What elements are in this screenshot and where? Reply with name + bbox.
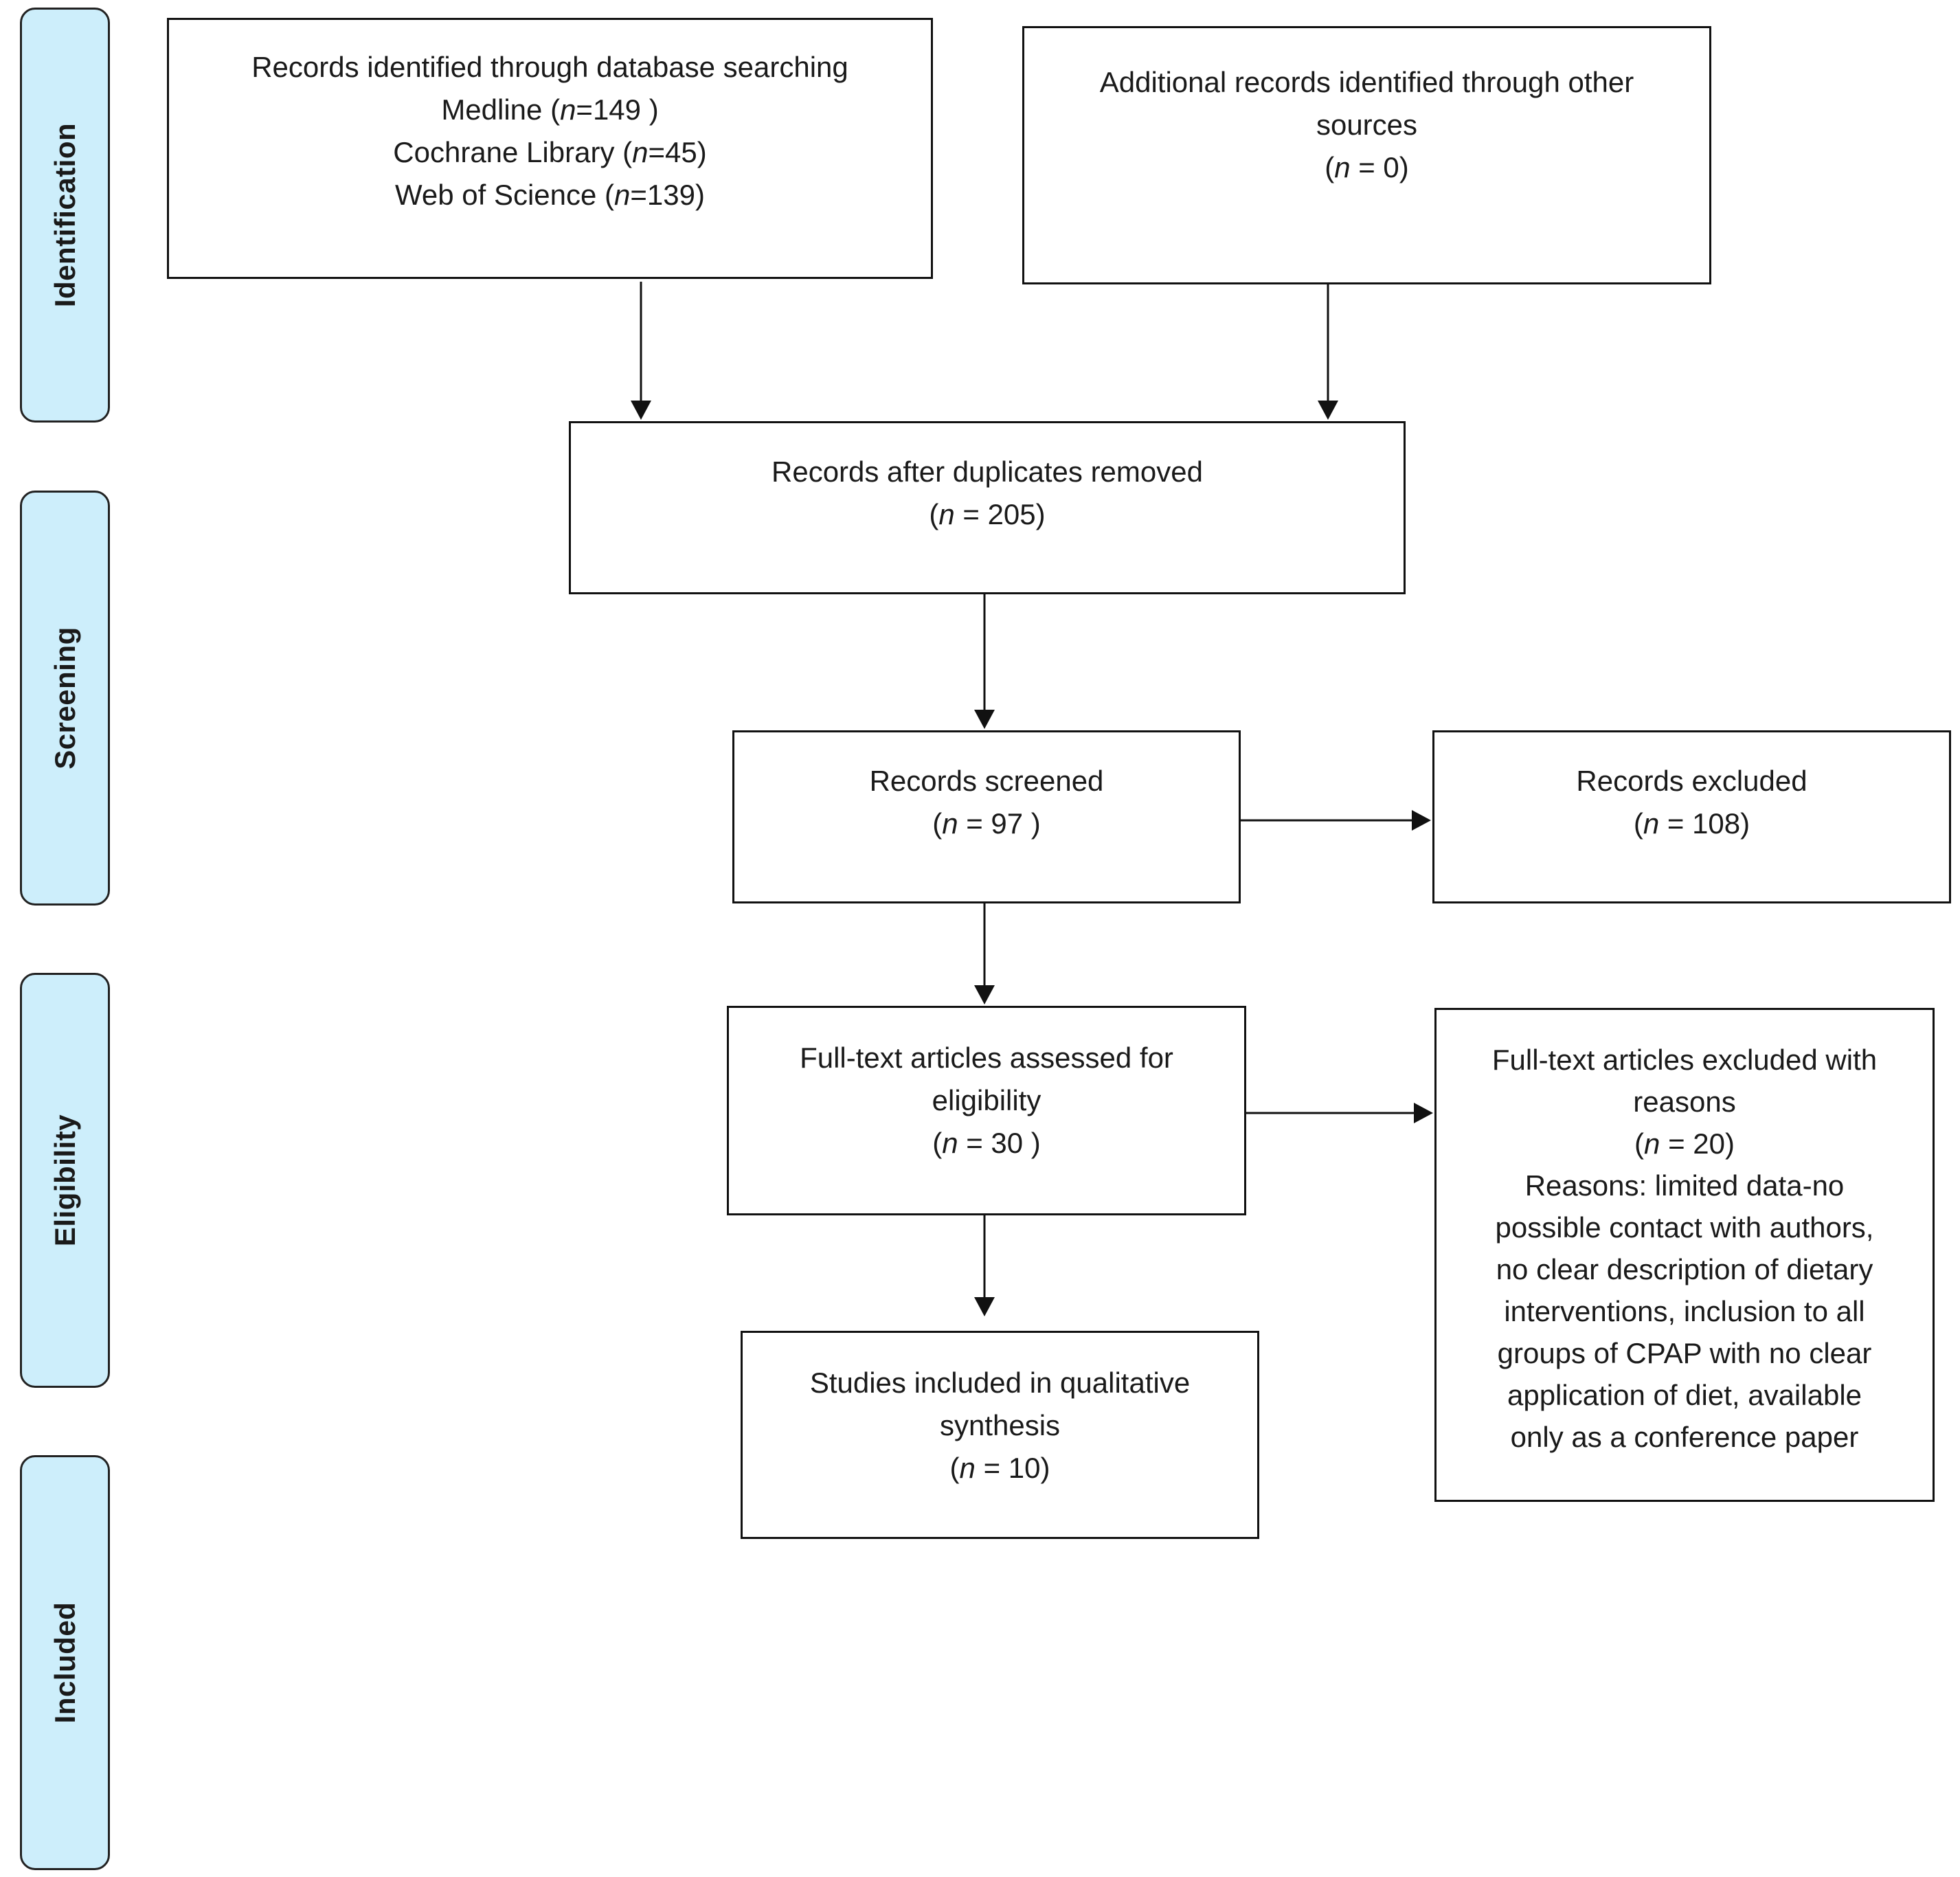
other-records-value: = 0) (1358, 151, 1409, 183)
after-duplicates-count: (n = 205) (929, 498, 1046, 530)
box-records-screened: Records screened (n = 97 ) (732, 730, 1241, 903)
source-cochrane-name: Cochrane Library (393, 136, 615, 168)
phase-eligibility: Eligibility (20, 973, 110, 1388)
arrowhead-database-to-duplicates (631, 401, 651, 420)
fulltext-excluded-count: (n = 20) (1634, 1127, 1735, 1160)
box-records-excluded: Records excluded (n = 108) (1432, 730, 1951, 903)
records-excluded-count: (n = 108) (1633, 807, 1750, 840)
other-records-n: n (1334, 151, 1351, 183)
arrowhead-fulltext-to-excluded (1414, 1103, 1433, 1123)
studies-included-count: (n = 10) (949, 1452, 1050, 1484)
phase-included: Included (20, 1455, 110, 1870)
studies-included-value: = 10) (983, 1452, 1050, 1484)
source-medline-name: Medline (441, 93, 543, 126)
source-medline: Medline (n=149 ) (441, 93, 659, 126)
fulltext-assessed-n: n (942, 1127, 958, 1159)
box-after-duplicates: Records after duplicates removed (n = 20… (569, 421, 1406, 594)
source-wos: Web of Science (n=139) (395, 179, 705, 211)
phase-screening: Screening (20, 491, 110, 906)
records-screened-value: = 97 ) (966, 807, 1041, 840)
records-screened-count: (n = 97 ) (932, 807, 1041, 840)
reason-line: only as a conference paper (1510, 1421, 1859, 1453)
source-medline-count: =149 ) (576, 93, 659, 126)
fulltext-excluded-n: n (1644, 1127, 1660, 1160)
reason-line: groups of CPAP with no clear (1497, 1337, 1872, 1369)
after-duplicates-n: n (938, 498, 955, 530)
box-studies-included: Studies included in qualitative synthesi… (741, 1331, 1259, 1539)
studies-included-n: n (959, 1452, 976, 1484)
reason-line: application of diet, available (1507, 1379, 1862, 1411)
arrowhead-screened-to-excluded (1412, 810, 1431, 831)
phase-identification: Identification (20, 8, 110, 423)
arrowhead-other-to-duplicates (1318, 401, 1338, 420)
reason-line: no clear description of dietary (1496, 1253, 1873, 1285)
box-database-records: Records identified through database sear… (167, 18, 933, 279)
arrowhead-screened-to-fulltext (974, 985, 995, 1004)
source-medline-n: n (560, 93, 576, 126)
records-screened-title: Records screened (869, 765, 1104, 797)
other-records-title: Additional records identified through ot… (1099, 66, 1634, 141)
box-fulltext-excluded: Full-text articles excluded with reasons… (1434, 1008, 1935, 1502)
source-wos-name: Web of Science (395, 179, 597, 211)
fulltext-excluded-value: = 20) (1668, 1127, 1735, 1160)
other-records-count: (n = 0) (1325, 151, 1409, 183)
after-duplicates-value: = 205) (962, 498, 1046, 530)
source-wos-n: n (614, 179, 631, 211)
arrowhead-duplicates-to-screened (974, 710, 995, 729)
box-fulltext-assessed: Full-text articles assessed for eligibil… (727, 1006, 1246, 1215)
source-cochrane-count: =45) (648, 136, 707, 168)
box-other-records: Additional records identified through ot… (1022, 26, 1711, 284)
after-duplicates-title: Records after duplicates removed (771, 456, 1203, 488)
records-screened-n: n (942, 807, 958, 840)
records-excluded-n: n (1643, 807, 1660, 840)
records-excluded-value: = 108) (1667, 807, 1750, 840)
arrowhead-fulltext-to-included (974, 1297, 995, 1316)
reason-line: possible contact with authors, (1495, 1211, 1874, 1244)
source-wos-count: =139) (630, 179, 705, 211)
fulltext-assessed-count: (n = 30 ) (932, 1127, 1041, 1159)
reason-line: Reasons: limited data-no (1524, 1169, 1845, 1202)
fulltext-assessed-title: Full-text articles assessed for eligibil… (800, 1042, 1173, 1116)
studies-included-title: Studies included in qualitative synthesi… (809, 1367, 1191, 1441)
database-records-title: Records identified through database sear… (251, 51, 848, 83)
fulltext-excluded-title: Full-text articles excluded with reasons (1491, 1044, 1878, 1118)
reason-line: interventions, inclusion to all (1504, 1295, 1865, 1327)
source-cochrane: Cochrane Library (n=45) (393, 136, 707, 168)
fulltext-assessed-value: = 30 ) (966, 1127, 1041, 1159)
records-excluded-title: Records excluded (1576, 765, 1807, 797)
source-cochrane-n: n (632, 136, 649, 168)
